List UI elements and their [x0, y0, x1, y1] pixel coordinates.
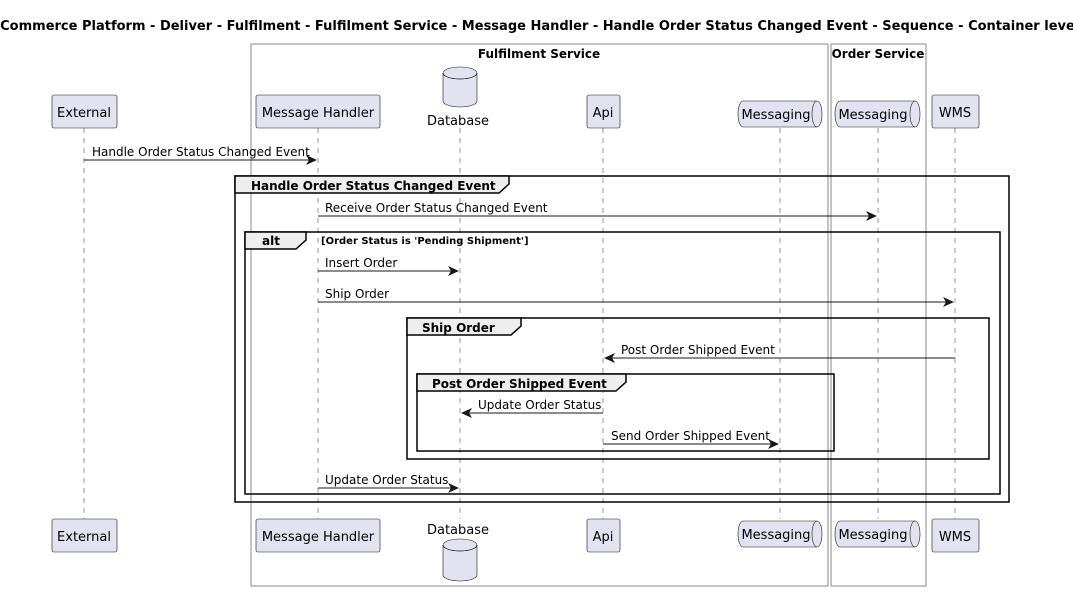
queue-icon — [834, 520, 921, 548]
participant-database-label: Database — [427, 114, 489, 129]
participant-wms-label: WMS — [939, 530, 971, 545]
svg-text:Post Order Shipped Event: Post Order Shipped Event — [621, 343, 775, 357]
svg-text:Handle Order Status Changed Ev: Handle Order Status Changed Event — [92, 145, 310, 159]
message-update-order-status-api: Update Order Status — [461, 398, 603, 418]
alt-guard: [Order Status is 'Pending Shipment'] — [321, 236, 529, 247]
participant-wms-bottom: WMS — [931, 518, 980, 553]
message-ship-order: Ship Order — [318, 287, 954, 307]
svg-text:Update Order Status: Update Order Status — [325, 473, 448, 487]
svg-text:Handle Order Status Changed Ev: Handle Order Status Changed Event — [251, 179, 496, 193]
fragment-group-post-order-shipped-event: Post Order Shipped Event — [416, 373, 835, 452]
message-update-order-status-handler: Update Order Status — [318, 473, 459, 493]
participant-messaging-order-top: Messaging — [834, 100, 921, 128]
participant-external-label: External — [57, 530, 111, 545]
svg-text:Ship Order: Ship Order — [325, 287, 389, 301]
diagram-title: E Commerce Platform - Deliver - Fulfilme… — [0, 19, 1073, 34]
participant-database-top: Database — [427, 66, 489, 129]
svg-text:Ship Order: Ship Order — [422, 321, 495, 335]
svg-text:Update Order Status: Update Order Status — [478, 398, 601, 412]
participant-messaging-fulfilment-label: Messaging — [741, 528, 810, 543]
message-post-order-shipped-event: Post Order Shipped Event — [604, 343, 955, 363]
box-order-service — [830, 43, 927, 587]
fragment-alt: alt [Order Status is 'Pending Shipment'] — [244, 231, 1001, 495]
box-fulfilment-service — [250, 43, 829, 587]
participant-api-top: Api — [586, 94, 621, 129]
participant-messaging-fulfilment-label: Messaging — [741, 108, 810, 123]
participant-database-label: Database — [427, 523, 489, 538]
participant-messaging-fulfilment-top: Messaging — [737, 100, 823, 128]
database-icon — [442, 538, 478, 582]
participant-messaging-fulfilment-bottom: Messaging — [737, 520, 823, 548]
message-send-order-shipped-event: Send Order Shipped Event — [603, 429, 779, 449]
participant-external-top: External — [51, 94, 118, 129]
participant-message-handler-top: Message Handler — [255, 94, 381, 129]
svg-text:Post Order Shipped Event: Post Order Shipped Event — [432, 377, 607, 391]
svg-text:Insert Order: Insert Order — [325, 256, 397, 270]
participant-message-handler-bottom: Message Handler — [255, 518, 381, 553]
participant-message-handler-label: Message Handler — [262, 106, 375, 121]
message-handle-order-status-changed-event: Handle Order Status Changed Event — [84, 145, 317, 165]
participant-database-bottom: Database — [427, 523, 489, 582]
svg-text:Receive Order Status Changed E: Receive Order Status Changed Event — [325, 201, 548, 215]
message-receive-order-status-changed-event: Receive Order Status Changed Event — [318, 201, 877, 221]
participant-api-bottom: Api — [586, 518, 621, 553]
participant-api-label: Api — [593, 106, 614, 121]
participant-message-handler-label: Message Handler — [262, 530, 375, 545]
queue-icon — [737, 520, 823, 548]
fragment-group-ship-order: Ship Order — [406, 317, 990, 460]
message-insert-order: Insert Order — [318, 256, 459, 276]
queue-icon — [834, 100, 921, 128]
participant-wms-top: WMS — [931, 94, 980, 129]
svg-text:alt: alt — [262, 234, 280, 248]
box-order-service-title: Order Service — [832, 47, 925, 61]
box-fulfilment-service-title: Fulfilment Service — [478, 47, 600, 61]
participant-wms-label: WMS — [939, 106, 971, 121]
database-icon — [442, 66, 478, 108]
svg-text:Send Order Shipped Event: Send Order Shipped Event — [611, 429, 770, 443]
participant-external-bottom: External — [51, 518, 118, 553]
fragment-group-handle-order-status-changed-event: Handle Order Status Changed Event — [234, 175, 1010, 503]
participant-messaging-order-label: Messaging — [838, 528, 907, 543]
participant-external-label: External — [57, 106, 111, 121]
participant-messaging-order-bottom: Messaging — [834, 520, 921, 548]
participant-api-label: Api — [593, 530, 614, 545]
queue-icon — [737, 100, 823, 128]
participant-messaging-order-label: Messaging — [838, 108, 907, 123]
